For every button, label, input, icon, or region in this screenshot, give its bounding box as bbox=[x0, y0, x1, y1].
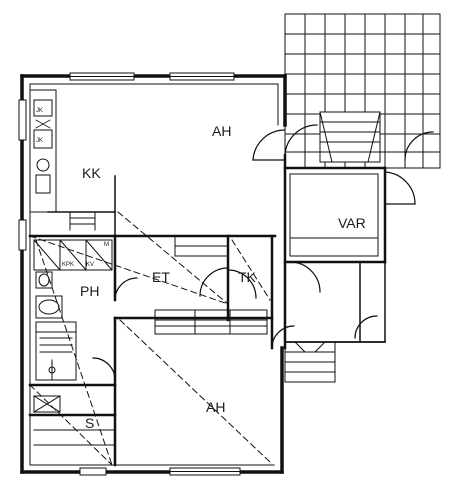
hall-closets bbox=[33, 235, 229, 271]
storage-annex-inner bbox=[289, 173, 379, 257]
room-label-kk: KK bbox=[82, 165, 101, 181]
fixture-mark-hall-c: M bbox=[104, 242, 109, 248]
room-label-ph: PH bbox=[80, 283, 99, 299]
room-label-et: ET bbox=[152, 269, 170, 285]
room-label-var: VAR bbox=[338, 215, 366, 231]
wardrobe-row bbox=[154, 309, 268, 335]
kitchen-counter bbox=[29, 89, 96, 231]
entry-steps-upper bbox=[319, 111, 381, 163]
fixture-mark-kitchen-top: JK bbox=[36, 108, 43, 114]
fixture-mark-hall-a: KPK bbox=[62, 262, 74, 268]
room-label-s: S bbox=[85, 415, 94, 431]
fixture-mark-hall-b: KV bbox=[86, 262, 94, 268]
interior-walls bbox=[28, 234, 277, 467]
room-label-ah-lower: AH bbox=[206, 399, 225, 415]
door-swings bbox=[92, 124, 434, 381]
room-label-tk: TK bbox=[238, 269, 257, 285]
room-label-ah-upper: AH bbox=[212, 123, 231, 139]
fixture-mark-kitchen-mid: JK bbox=[36, 138, 43, 144]
bathroom-fixtures bbox=[35, 271, 77, 381]
kitchen-partition bbox=[47, 175, 116, 237]
sauna-bench bbox=[33, 395, 116, 446]
storage-annex-walls bbox=[283, 153, 387, 350]
kitchen-fixture-glyphs bbox=[35, 119, 51, 129]
entry-steps-lower bbox=[284, 341, 336, 383]
windows bbox=[18, 72, 241, 476]
porch-lower bbox=[284, 261, 386, 343]
dashed-lines bbox=[29, 211, 271, 466]
